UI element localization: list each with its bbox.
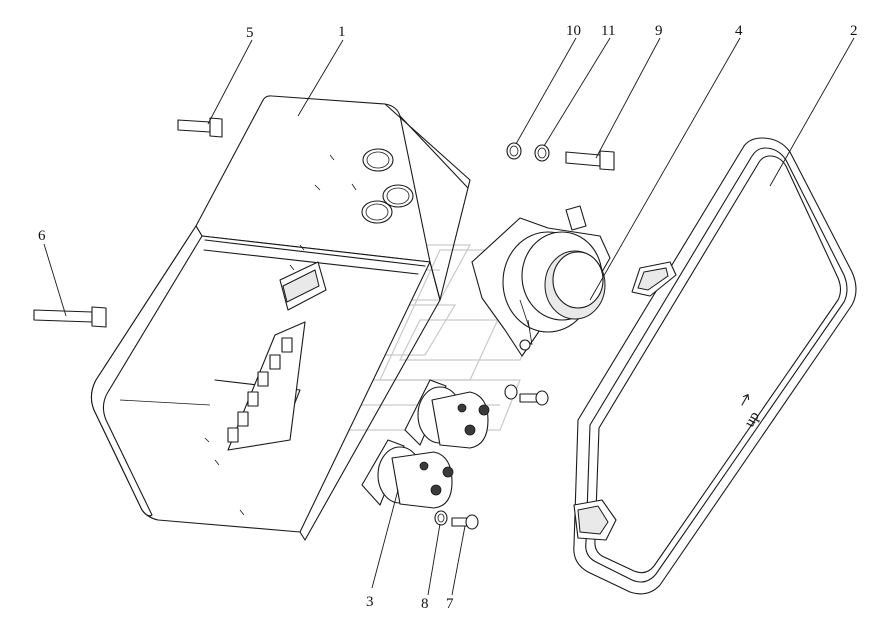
washer-upper bbox=[504, 384, 518, 400]
callout-4: 4 bbox=[735, 23, 743, 39]
callout-1: 1 bbox=[338, 24, 346, 40]
washer-8 bbox=[434, 510, 448, 526]
callout-11: 11 bbox=[601, 23, 615, 39]
up-arrow-icon bbox=[741, 394, 750, 406]
bolt-5 bbox=[177, 117, 223, 138]
relay-lower bbox=[361, 439, 454, 509]
callout-3: 3 bbox=[366, 594, 374, 610]
bolt-9 bbox=[565, 150, 615, 171]
leader-lines bbox=[43, 37, 855, 596]
main-box-housing bbox=[90, 95, 471, 541]
master-switch bbox=[471, 205, 611, 357]
relay-upper bbox=[404, 379, 490, 449]
callout-10: 10 bbox=[566, 23, 581, 39]
cover-lid: up bbox=[573, 137, 857, 595]
bolt-6 bbox=[33, 306, 107, 328]
washer-11 bbox=[534, 144, 550, 162]
callout-8: 8 bbox=[421, 596, 429, 612]
cover-up-marking: up bbox=[742, 409, 763, 430]
terminal-posts bbox=[227, 337, 293, 443]
screw-7 bbox=[451, 514, 479, 530]
callout-2: 2 bbox=[850, 23, 858, 39]
washer-10 bbox=[506, 142, 522, 160]
callout-7: 7 bbox=[446, 596, 454, 612]
callout-5: 5 bbox=[246, 25, 254, 41]
callout-labels: 1 2 3 4 5 6 7 8 9 10 11 bbox=[38, 23, 858, 612]
callout-6: 6 bbox=[38, 228, 46, 244]
callout-9: 9 bbox=[655, 23, 663, 39]
screw-upper bbox=[519, 390, 549, 406]
